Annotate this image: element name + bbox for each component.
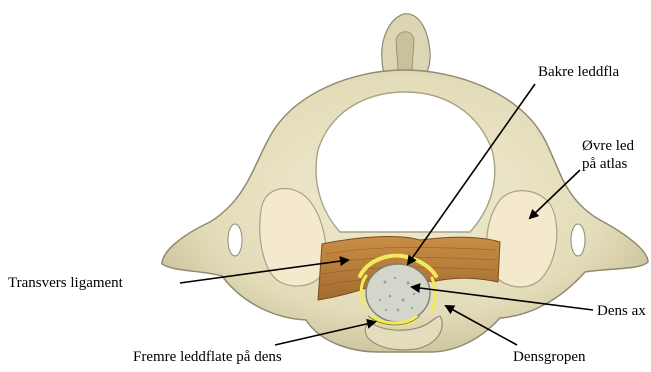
tubercle-notch bbox=[396, 32, 414, 70]
dens bbox=[366, 264, 430, 322]
label-ovre-leddflate-line1: Øvre led bbox=[582, 138, 634, 155]
right-transverse-foramen bbox=[571, 224, 585, 256]
label-dens-axis: Dens ax bbox=[597, 303, 646, 320]
label-ovre-leddflate-line2: på atlas bbox=[582, 156, 627, 173]
left-transverse-foramen bbox=[228, 224, 242, 256]
label-densgropen: Densgropen bbox=[513, 349, 585, 366]
label-fremre-leddflate: Fremre leddflate på dens bbox=[133, 349, 282, 366]
label-bakre-leddflate: Bakre leddfla bbox=[538, 64, 619, 81]
label-transvers-ligament: Transvers ligament bbox=[8, 275, 123, 292]
